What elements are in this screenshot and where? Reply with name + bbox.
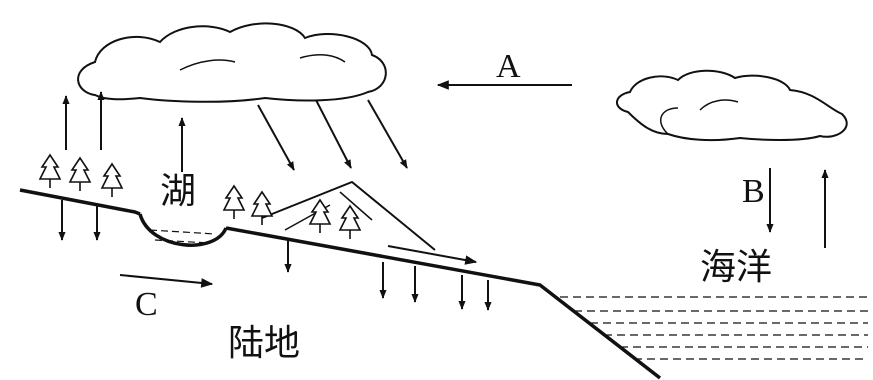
ocean-water [560,296,868,360]
land-evaporation-arrows [62,91,186,172]
land-precipitation-arrows [257,99,408,171]
label-lake: 湖 [160,171,197,212]
cloud-land [77,22,387,103]
cloud-ocean [616,69,848,142]
ground-surface [19,188,662,380]
lake-basin [138,213,228,247]
infiltration-arrows [58,200,492,311]
label-arrow-c: C [135,286,158,323]
label-land: 陆地 [228,323,301,364]
label-ocean: 海洋 [700,247,773,288]
arrow-c [119,274,214,288]
label-arrow-a: A [496,48,521,85]
surface-runoff-arrow [387,245,478,265]
label-arrow-b: B [742,173,765,210]
trees [38,153,362,239]
